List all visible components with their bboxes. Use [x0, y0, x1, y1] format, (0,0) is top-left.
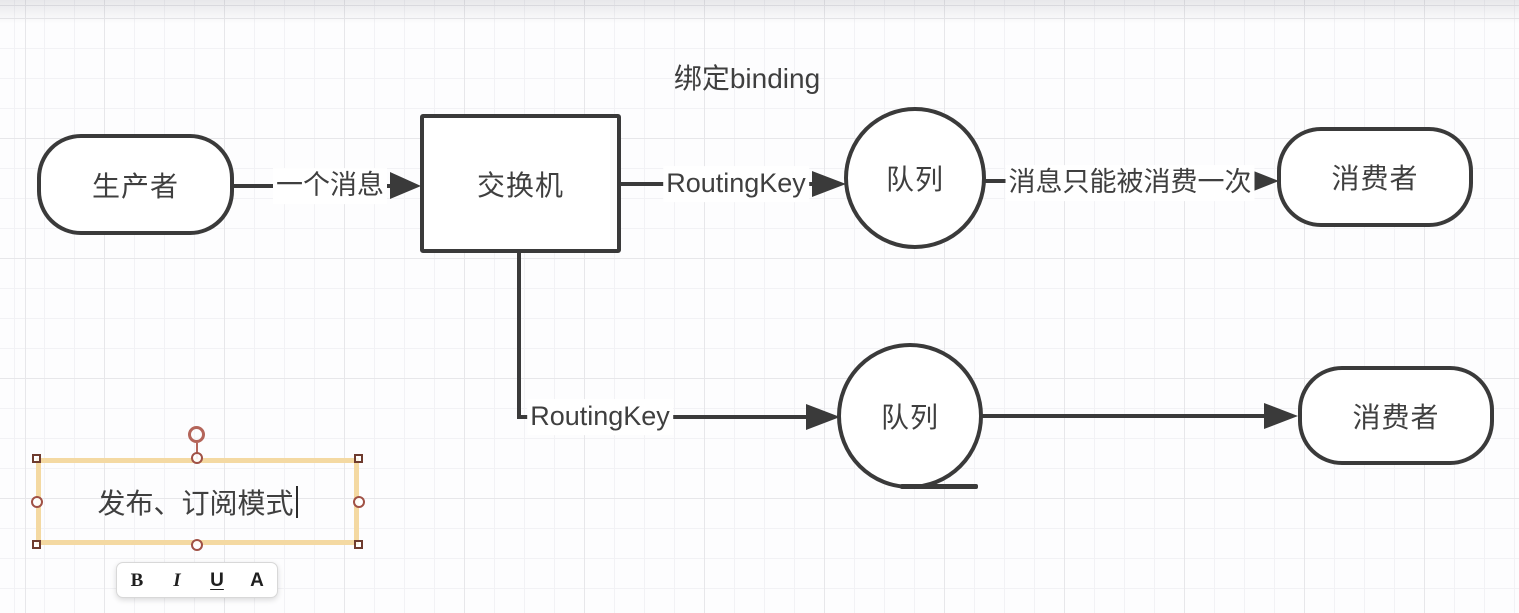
arrowhead-exchange-queue1[interactable] [812, 171, 846, 197]
node-producer-label: 生产者 [91, 170, 179, 202]
rotation-handle-stem [196, 443, 198, 459]
resize-handle-top-left[interactable] [32, 454, 41, 463]
arrowhead-exchange-queue2[interactable] [806, 404, 840, 430]
bold-button[interactable]: B [130, 569, 144, 591]
resize-handle-bottom-left[interactable] [32, 540, 41, 549]
selected-textbox[interactable]: 发布、订阅模式 [36, 458, 359, 545]
connector-handle-left[interactable] [31, 496, 43, 508]
node-consumer-1[interactable]: 消费者 [1277, 127, 1473, 227]
node-queue-2-label: 队列 [880, 402, 939, 433]
node-consumer-2[interactable]: 消费者 [1298, 366, 1494, 465]
edge-exchange-queue2[interactable] [517, 252, 812, 419]
text-caret [295, 485, 298, 518]
selected-textbox-text: 发布、订阅模式 [97, 487, 294, 519]
edge-label-one-message[interactable]: 一个消息 [273, 168, 387, 204]
arrowhead-producer-exchange[interactable] [390, 172, 421, 199]
edge-label-consume-once[interactable]: 消息只能被消费一次 [1005, 165, 1255, 201]
node-exchange-label: 交换机 [476, 169, 564, 201]
connector-handle-right[interactable] [353, 496, 365, 508]
node-exchange[interactable]: 交换机 [420, 114, 621, 253]
node-consumer-2-label: 消费者 [1352, 401, 1440, 433]
connector-handle-top[interactable] [191, 452, 203, 464]
edge-label-routingkey-bottom[interactable]: RoutingKey [527, 399, 673, 435]
node-queue-2[interactable]: 队列 [837, 343, 983, 489]
rotation-handle[interactable] [188, 426, 205, 443]
underline-button[interactable]: U [210, 569, 224, 591]
font-color-button[interactable]: A [250, 569, 264, 591]
text-format-toolbar: B I U A [116, 562, 278, 598]
resize-handle-bottom-right[interactable] [354, 540, 363, 549]
node-consumer-1-label: 消费者 [1331, 163, 1419, 194]
node-queue-1-label: 队列 [885, 164, 944, 195]
resize-handle-top-right[interactable] [354, 454, 363, 463]
binding-title-text[interactable]: 绑定binding [673, 63, 821, 94]
queue-2-tangent-stroke [900, 484, 978, 489]
connector-handle-bottom[interactable] [191, 539, 203, 551]
edge-label-routingkey-top[interactable]: RoutingKey [663, 166, 809, 202]
arrowhead-queue2-consumer2[interactable] [1264, 403, 1298, 429]
italic-button[interactable]: I [173, 569, 181, 591]
node-queue-1[interactable]: 队列 [844, 107, 986, 249]
node-producer[interactable]: 生产者 [37, 134, 234, 235]
